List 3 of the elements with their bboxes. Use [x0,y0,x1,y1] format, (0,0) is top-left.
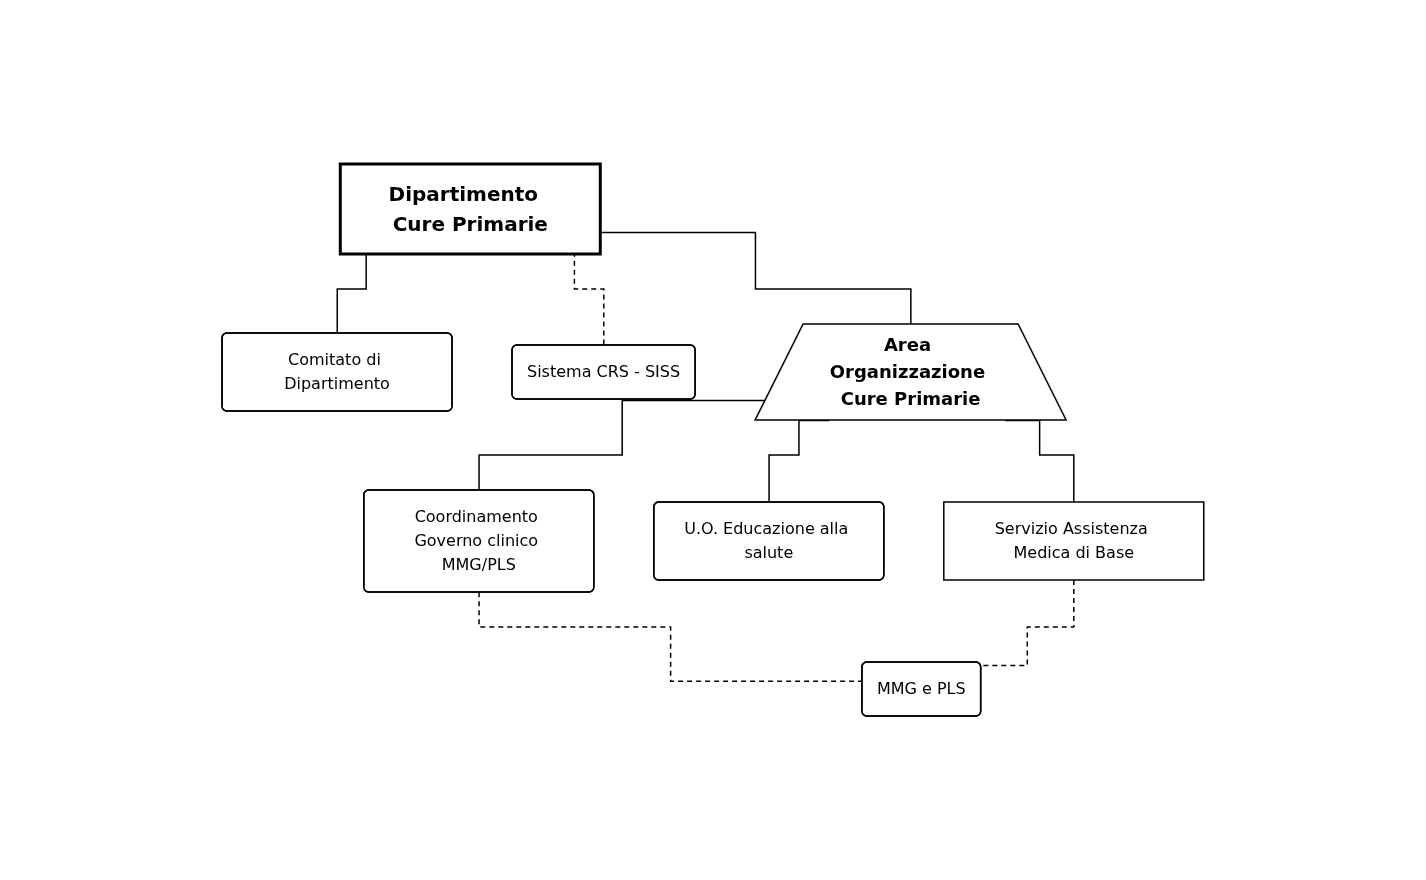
node-box: Dipartimento Cure Primarie [338,162,602,256]
connector [980,579,1075,667]
node-box: Servizio Assistenza Medica di Base [943,501,1205,581]
